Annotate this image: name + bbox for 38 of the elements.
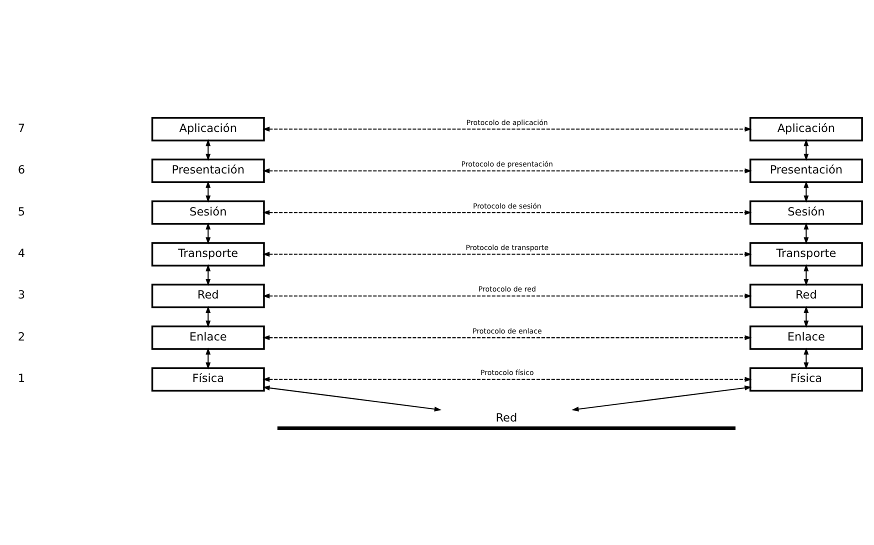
arrow — [262, 210, 752, 215]
arrow — [262, 126, 752, 132]
label: 1 — [18, 372, 26, 385]
label: 2 — [18, 330, 26, 343]
label: 3 — [18, 288, 26, 302]
label: 7 — [18, 121, 26, 134]
label: 5 — [18, 204, 26, 218]
node-box: Presentación — [749, 158, 863, 183]
node-box: Aplicación — [749, 116, 863, 141]
edge-label: Protocolo de enlace — [472, 326, 542, 335]
node-text: Red — [496, 411, 518, 424]
label: 4 — [18, 246, 26, 260]
arrow — [262, 385, 442, 412]
arrow — [262, 168, 752, 173]
node-box: Presentación — [151, 158, 265, 183]
node-box: Sesión — [151, 200, 265, 224]
node-box: Transporte — [749, 242, 863, 266]
edge-label: Protocolo de transporte — [466, 242, 549, 252]
node-box: Enlace — [749, 325, 863, 350]
edge-label: Protocolo de presentación — [461, 159, 554, 168]
node-box: Enlace — [151, 325, 265, 350]
edge-label: Protocolo físico — [480, 368, 534, 377]
node-box: Aplicación — [151, 116, 265, 141]
arrow — [262, 293, 752, 298]
label: 6 — [18, 163, 26, 176]
arrow — [262, 334, 752, 340]
edge-label: Protocolo de aplicación — [466, 117, 548, 126]
arrow — [262, 376, 752, 382]
node-box: Red — [151, 283, 265, 308]
arrow — [572, 384, 752, 412]
node-box: Transporte — [151, 242, 265, 266]
node-box: Sesión — [749, 200, 863, 224]
edge-label: Protocolo de sesión — [472, 200, 542, 210]
node-box: Red — [749, 283, 863, 308]
node-box: Física — [749, 366, 863, 392]
arrow — [262, 251, 752, 256]
edge-label: Protocolo de red — [478, 284, 536, 294]
node-box: Física — [151, 366, 265, 392]
